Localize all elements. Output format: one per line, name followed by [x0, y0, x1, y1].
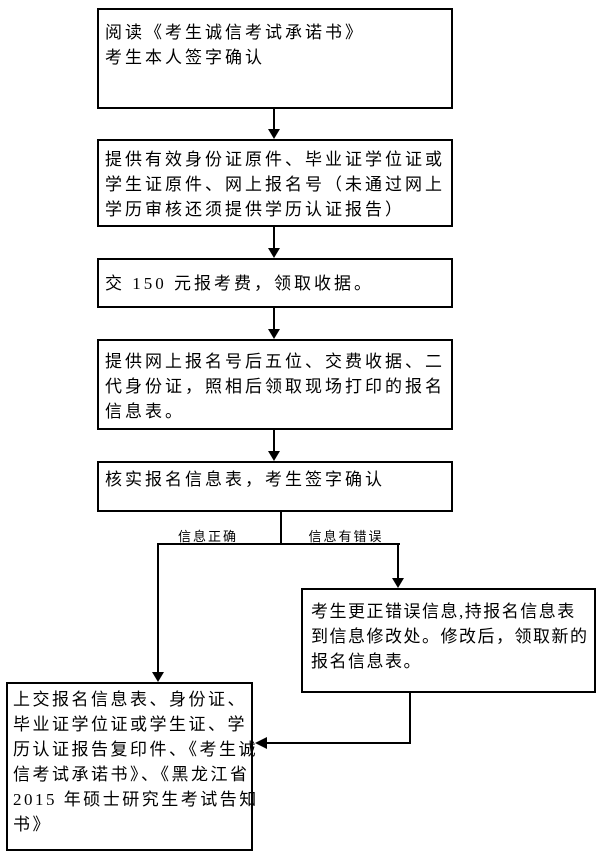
flow-box-text-line: 学生证原件、网上报名号（未通过网上	[105, 175, 445, 194]
flow-box-text-line: 信息表。	[105, 402, 185, 421]
flow-box-text-line: 2015 年硕士研究生考试告知	[13, 790, 259, 809]
connector-line	[397, 543, 399, 579]
connector-line	[280, 512, 282, 545]
flow-box-text-line: 阅读《考生诚信考试承诺书》	[105, 23, 365, 42]
flow-box-text-line: 上交报名信息表、身份证、	[13, 690, 247, 709]
flow-box-text-line: 书》	[13, 815, 52, 834]
flow-box-text-line: 毕业证学位证或学生证、学	[13, 715, 247, 734]
flow-box-text-line: 学历审核还须提供学历认证报告）	[105, 200, 405, 219]
flow-box-submit-documents: 上交报名信息表、身份证、 毕业证学位证或学生证、学 历认证报告复印件、《考生诚 …	[6, 682, 259, 851]
flow-box-text-line: 考生本人签字确认	[105, 48, 265, 67]
flow-box-verify-sign: 核实报名信息表，考生签字确认	[97, 461, 453, 512]
flow-box-text-line: 历认证报告复印件、《考生诚	[13, 740, 258, 759]
arrowhead-left-icon	[255, 737, 267, 749]
connector-line	[273, 430, 275, 452]
connector-line	[273, 308, 275, 330]
branch-label-error: 信息有错误	[308, 529, 384, 544]
arrowhead-down-icon	[392, 578, 404, 588]
arrowhead-down-icon	[268, 129, 280, 139]
connector-line	[273, 109, 275, 131]
flow-box-text-line: 提供有效身份证原件、毕业证学位证或	[105, 150, 445, 169]
branch-line	[157, 543, 400, 545]
connector-line	[273, 227, 275, 250]
flow-box-text-line: 交 150 元报考费，领取收据。	[105, 274, 374, 293]
flow-box-text-line: 考生更正错误信息,持报名信息表	[311, 602, 576, 621]
flow-box-text-line: 信考试承诺书》、《黑龙江省	[13, 765, 250, 784]
flow-box-get-info-form: 提供网上报名号后五位、交费收据、二 代身份证，照相后领取现场打印的报名 信息表。	[97, 339, 453, 430]
flow-box-read-commitment: 阅读《考生诚信考试承诺书》 考生本人签字确认	[97, 8, 453, 109]
flow-box-text-line: 报名信息表。	[311, 652, 422, 671]
flow-box-text-line: 提供网上报名号后五位、交费收据、二	[105, 352, 445, 371]
arrowhead-down-icon	[268, 451, 280, 461]
flow-box-provide-documents: 提供有效身份证原件、毕业证学位证或 学生证原件、网上报名号（未通过网上 学历审核…	[97, 139, 453, 227]
arrowhead-down-icon	[268, 248, 280, 258]
arrowhead-down-icon	[152, 672, 164, 682]
connector-line	[409, 693, 411, 744]
flow-box-text-line: 代身份证，照相后领取现场打印的报名	[105, 377, 445, 396]
flow-box-correct-errors: 考生更正错误信息,持报名信息表 到信息修改处。修改后，领取新的 报名信息表。	[301, 588, 596, 693]
arrowhead-down-icon	[268, 329, 280, 339]
flow-box-text-line: 核实报名信息表，考生签字确认	[105, 470, 385, 489]
connector-line	[267, 742, 411, 744]
connector-line	[157, 543, 159, 673]
branch-label-correct: 信息正确	[177, 529, 238, 544]
flow-box-pay-fee: 交 150 元报考费，领取收据。	[97, 258, 453, 308]
flow-box-text-line: 到信息修改处。修改后，领取新的	[311, 627, 589, 646]
